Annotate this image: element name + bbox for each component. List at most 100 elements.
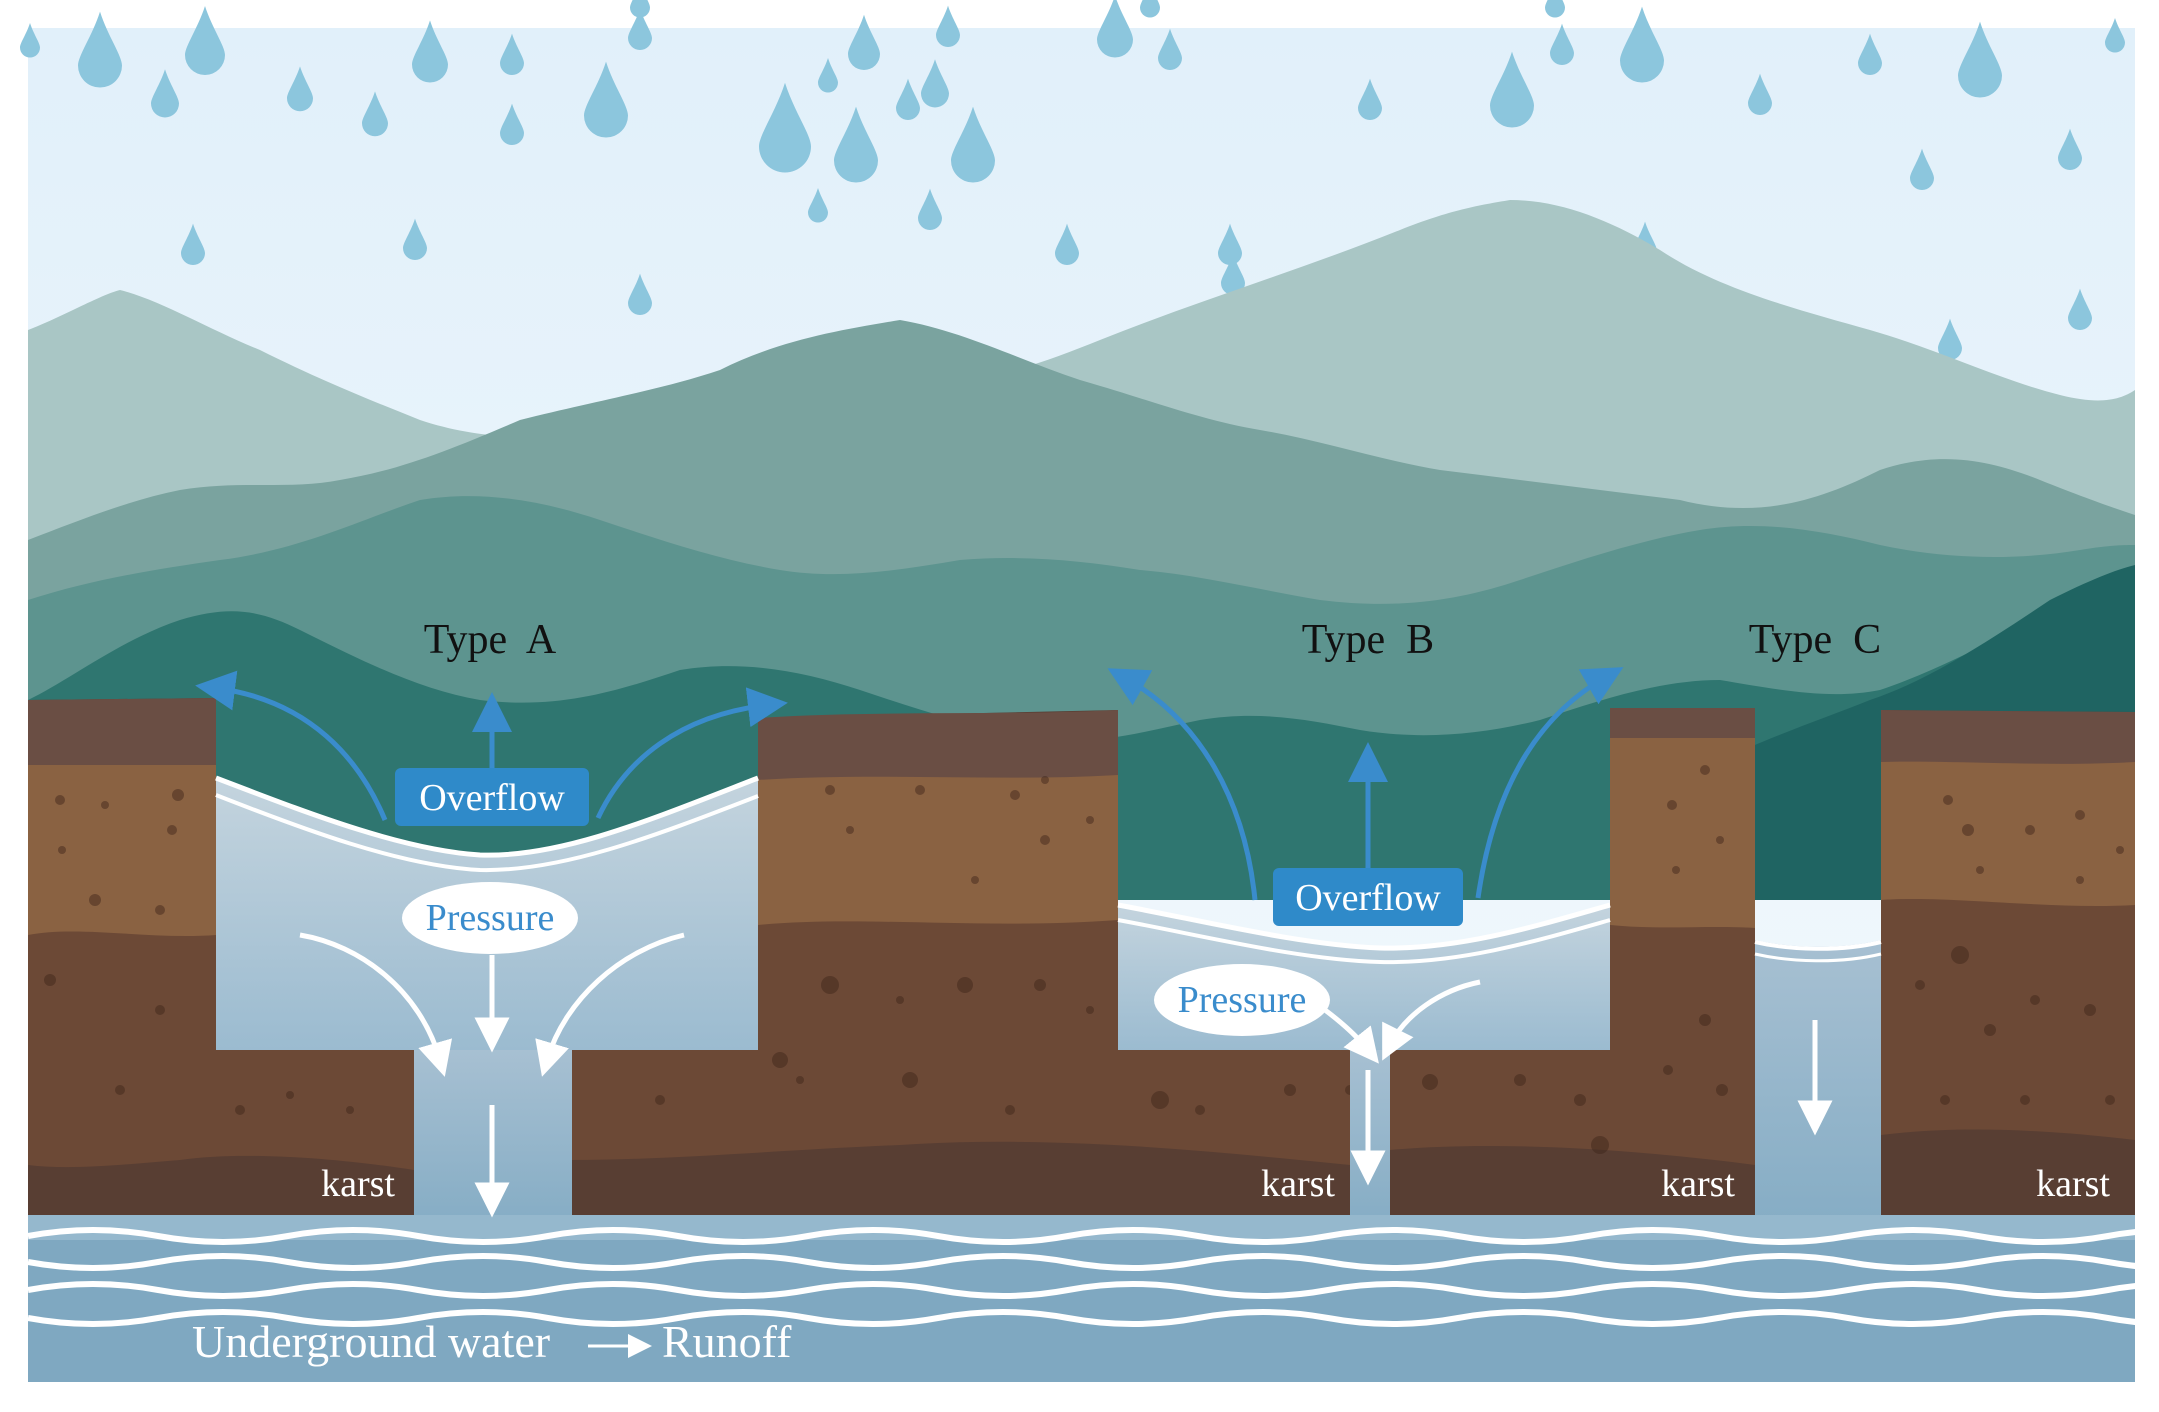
pebble xyxy=(1034,979,1046,991)
raindrop xyxy=(1910,148,1934,190)
raindrop xyxy=(1158,28,1182,71)
pebble xyxy=(1041,776,1049,784)
soil-block-center-left xyxy=(572,710,1350,1215)
pebble xyxy=(915,785,925,795)
raindrop xyxy=(630,0,650,18)
pebble xyxy=(846,826,854,834)
pebble xyxy=(2025,825,2035,835)
raindrop xyxy=(848,14,880,71)
water-wave-line xyxy=(27,1281,2159,1299)
raindrop xyxy=(808,188,828,223)
raindrop xyxy=(951,106,995,183)
pebble xyxy=(2030,995,2040,1005)
pebble xyxy=(902,1072,918,1088)
pebble xyxy=(1284,1084,1296,1096)
pebble xyxy=(1005,1105,1015,1115)
raindrop xyxy=(834,106,878,183)
water-waves xyxy=(27,1227,2159,1327)
raindrop xyxy=(1620,6,1665,83)
pebble xyxy=(89,894,101,906)
pebble xyxy=(1086,1006,1094,1014)
raindrop xyxy=(759,82,811,173)
pebble xyxy=(1716,1084,1728,1096)
pebble xyxy=(55,795,65,805)
karst-label-1: karst xyxy=(321,1163,395,1205)
overflow-arrows xyxy=(195,667,1624,901)
type-a-overflow-arrow-left xyxy=(195,670,388,821)
pebble xyxy=(2075,810,2085,820)
pebble xyxy=(896,996,904,1004)
pebble xyxy=(2084,1004,2096,1016)
type-b-flow-right xyxy=(1382,979,1481,1061)
pebble xyxy=(286,1091,294,1099)
pebble xyxy=(115,1085,125,1095)
pebble xyxy=(1574,1094,1586,1106)
type-b-pressure-label: Pressure xyxy=(1178,979,1307,1021)
pebble xyxy=(101,801,109,809)
type-a-flow-left xyxy=(299,932,453,1077)
runoff-label: Runoff xyxy=(662,1316,792,1367)
pebble xyxy=(772,1052,788,1068)
pebble xyxy=(1195,1105,1205,1115)
type-a-pressure-bubble: Pressure xyxy=(402,882,578,954)
raindrop xyxy=(1358,78,1382,120)
pebble xyxy=(2020,1095,2030,1105)
soil-block-center-right xyxy=(1390,708,1755,1215)
pebble xyxy=(1984,1024,1996,1036)
pebble xyxy=(172,789,184,801)
raindrop xyxy=(1218,223,1242,265)
raindrop xyxy=(181,223,205,265)
karst-label-2: karst xyxy=(1261,1163,1335,1205)
type-a-overflow-box: Overflow xyxy=(395,768,589,826)
raindrop xyxy=(500,103,524,145)
water-wave-line xyxy=(27,1227,2159,1245)
pebble xyxy=(1915,980,1925,990)
water-wave-line xyxy=(27,1309,2159,1327)
soil-pebbles xyxy=(44,765,2124,1154)
type-b-overflow-label: Overflow xyxy=(1295,877,1441,919)
type-c-shaft-water xyxy=(1755,940,1881,1220)
raindrop xyxy=(1958,21,2002,98)
soil-block-left xyxy=(28,698,414,1215)
pebble xyxy=(1716,836,1724,844)
pebble xyxy=(1976,866,1984,874)
pebble xyxy=(1591,1136,1609,1154)
pebble xyxy=(1951,946,1969,964)
water-wave-line xyxy=(27,1253,2159,1271)
pebble xyxy=(2116,846,2124,854)
pebble xyxy=(1700,765,1710,775)
pebble xyxy=(1940,1095,1950,1105)
raindrop xyxy=(1055,223,1079,265)
raindrop xyxy=(1748,73,1772,115)
karst-label-4: karst xyxy=(2036,1163,2110,1205)
type-b-flow-left xyxy=(1323,1008,1379,1064)
raindrop xyxy=(818,58,838,93)
raindrop xyxy=(287,66,313,112)
raindrop xyxy=(1545,0,1565,18)
raindrop xyxy=(1938,318,1962,360)
pebble xyxy=(1422,1074,1438,1090)
raindrop xyxy=(403,218,427,260)
raindrop xyxy=(1140,0,1160,18)
pebble xyxy=(1086,816,1094,824)
raindrop xyxy=(896,78,920,120)
pebble xyxy=(1010,790,1020,800)
type-a-label: Type A xyxy=(424,617,557,663)
pebble xyxy=(825,785,835,795)
raindrop xyxy=(918,188,942,230)
karst-label-3: karst xyxy=(1661,1163,1735,1205)
pebble xyxy=(1663,1065,1673,1075)
pebble xyxy=(1151,1091,1169,1109)
type-b-label: Type B xyxy=(1302,617,1434,663)
raindrop xyxy=(2068,288,2092,330)
pebble xyxy=(971,876,979,884)
underground-water xyxy=(27,1215,2159,1382)
raindrop xyxy=(78,11,122,88)
raindrop xyxy=(628,8,652,51)
pebble xyxy=(155,1005,165,1015)
pebble xyxy=(796,1076,804,1084)
raindrop xyxy=(1221,253,1245,295)
pebble xyxy=(235,1105,245,1115)
raindrop xyxy=(1858,33,1882,75)
